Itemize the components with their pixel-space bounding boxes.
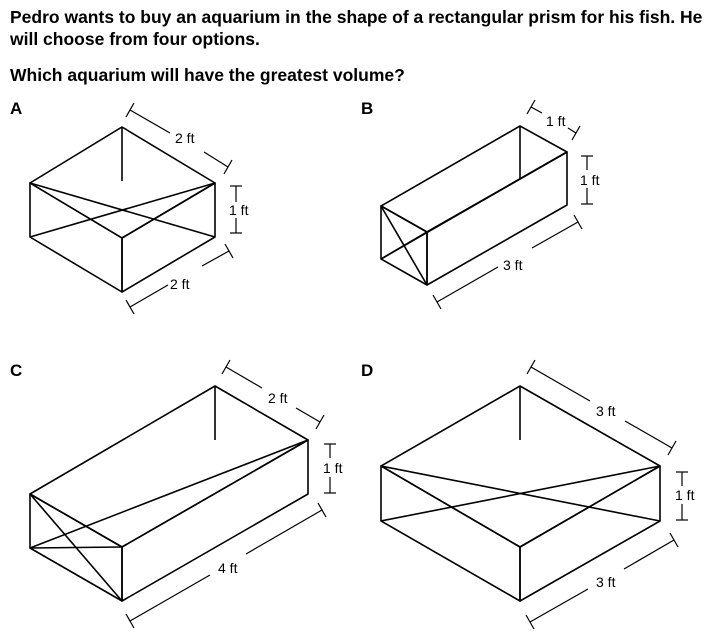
aquarium-d-front-length-dimension: 3 ft: [525, 532, 679, 630]
aquarium-c-height-dimension: 1 ft: [323, 443, 343, 494]
aquarium-a-back-length-dimension: 2 ft: [125, 102, 233, 175]
question-prompt: Which aquarium will have the greatest vo…: [10, 65, 405, 85]
aquarium-a-height-label: 1 ft: [229, 202, 249, 218]
option-c-letter: C: [10, 361, 23, 380]
option-d-letter: D: [361, 361, 374, 380]
aquarium-c: 2 ft 1 ft 4 ft: [29, 359, 343, 629]
aquarium-a-prism: [29, 126, 216, 293]
aquarium-a-back-length-label: 2 ft: [175, 130, 195, 146]
aquarium-b-back-length-label: 1 ft: [546, 113, 566, 129]
aquarium-c-prism: [29, 385, 309, 602]
aquarium-c-front-length-label: 4 ft: [218, 560, 238, 576]
option-a-letter: A: [10, 99, 23, 118]
aquarium-a-front-length-label: 2 ft: [170, 276, 190, 292]
aquarium-c-back-length-dimension: 2 ft: [221, 359, 325, 430]
aquarium-c-height-label: 1 ft: [323, 460, 343, 476]
aquarium-b-height-dimension: 1 ft: [580, 155, 600, 205]
aquarium-a-front-length-dimension: 2 ft: [125, 243, 234, 315]
aquarium-d-height-dimension: 1 ft: [675, 471, 695, 521]
aquarium-d-back-length-label: 3 ft: [596, 403, 616, 419]
aquarium-d-height-label: 1 ft: [675, 487, 695, 503]
question-text: Pedro wants to buy an aquarium in the sh…: [10, 7, 703, 49]
aquarium-b-height-label: 1 ft: [580, 172, 600, 188]
aquarium-a-height-dimension: 1 ft: [229, 185, 249, 234]
aquarium-b-back-length-dimension: 1 ft: [526, 99, 581, 141]
aquarium-d: 3 ft 1 ft 3 ft: [380, 359, 695, 630]
aquarium-d-front-length-label: 3 ft: [596, 574, 616, 590]
option-b-letter: B: [361, 99, 374, 118]
aquarium-b-front-length-dimension: 3 ft: [432, 214, 583, 310]
aquarium-b: 1 ft 1 ft 3 ft: [380, 99, 600, 310]
aquarium-d-back-length-dimension: 3 ft: [526, 359, 677, 456]
aquarium-c-back-length-label: 2 ft: [268, 390, 288, 406]
aquarium-d-prism: [380, 385, 661, 602]
aquarium-b-prism: [380, 125, 568, 286]
aquarium-b-front-length-label: 3 ft: [503, 257, 523, 273]
aquarium-c-front-length-dimension: 4 ft: [125, 502, 327, 629]
aquarium-a: 2 ft 1 ft 2 ft: [29, 102, 249, 315]
